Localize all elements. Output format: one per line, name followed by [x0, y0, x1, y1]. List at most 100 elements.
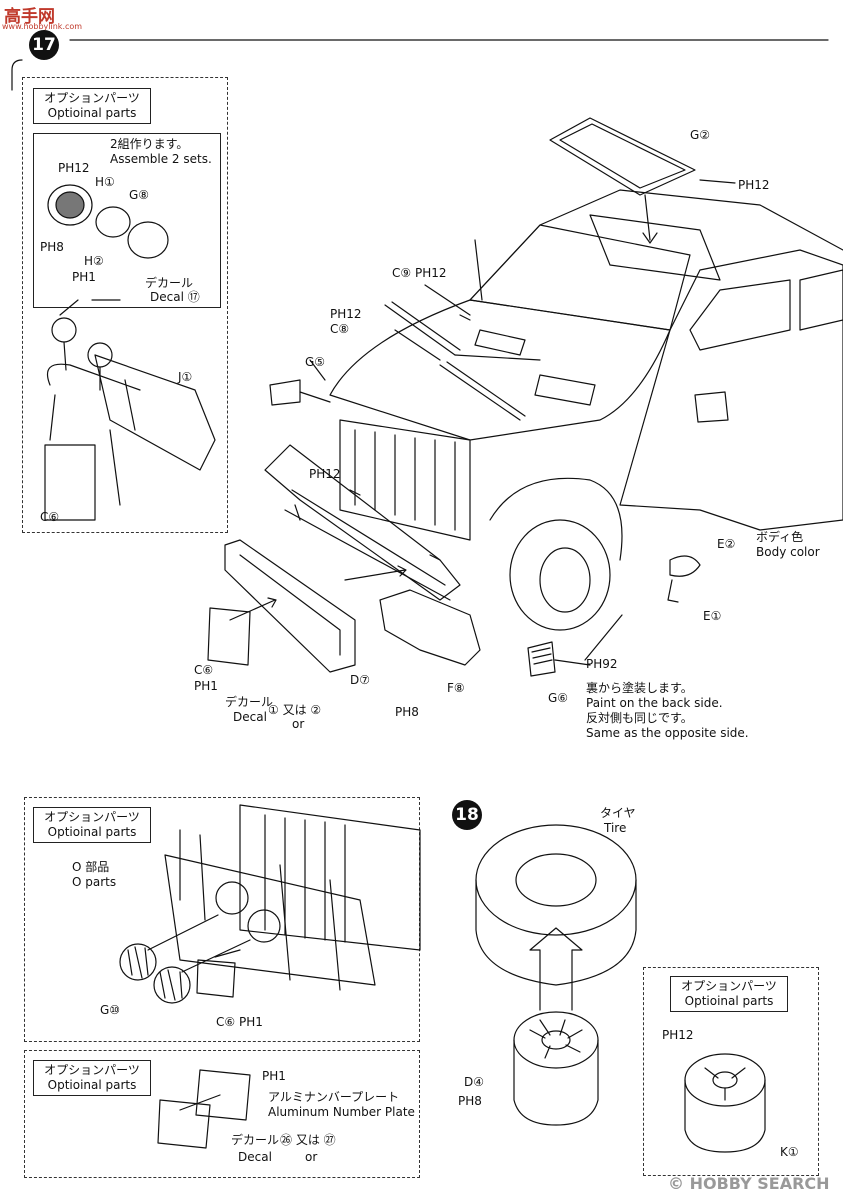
label-ph8-bumper: PH8 — [395, 705, 419, 719]
o-parts-jp: O 部品 — [72, 860, 110, 874]
body-color-jp: ボディ色 — [756, 530, 804, 544]
label-h2: H② — [84, 254, 104, 268]
label-c6-o-parts: C⑥ PH1 — [216, 1015, 263, 1029]
label-g10: G⑩ — [100, 1003, 121, 1017]
part-e1-e2-mirror — [667, 555, 701, 603]
label-k1: K① — [780, 1145, 799, 1159]
part-g6-indicator — [527, 641, 556, 677]
part-c6-plate-option — [44, 444, 96, 521]
suv-hood — [329, 299, 671, 441]
step-number-18: 18 — [452, 800, 482, 830]
part-h1-light-shell — [47, 184, 93, 226]
label-e2: E② — [717, 537, 736, 551]
label-ph92: PH92 — [586, 657, 618, 671]
watermark-bottom: © HOBBY SEARCH — [668, 1174, 830, 1193]
label-ph8-lights: PH8 — [40, 240, 64, 254]
o-parts-en: O parts — [72, 875, 117, 889]
label-g6: G⑥ — [548, 691, 569, 705]
o-parts-plate — [196, 959, 236, 998]
note-back-side-jp: 裏から塗装します。 — [586, 681, 693, 695]
tire-outer — [475, 824, 637, 936]
option-title-jp: オプションパーツ — [681, 979, 777, 993]
decal-front-jp: デカール — [225, 695, 274, 709]
label-j1: J① — [178, 370, 193, 384]
plate-decal-jp: デカール — [231, 1133, 280, 1147]
part-g8-lens — [95, 206, 131, 238]
suv-sunroof — [589, 214, 721, 281]
part-g10-lens-a — [119, 943, 157, 981]
label-ph8-wheel: PH8 — [458, 1094, 482, 1108]
suv-vent-1 — [474, 329, 526, 356]
note-opposite-jp: 反対側も同じです。 — [586, 711, 693, 725]
option-title-wheel: オプションパーツ Optioinal parts — [670, 976, 788, 1012]
label-f8: F⑧ — [447, 681, 465, 695]
assemble-note-en: Assemble 2 sets. — [110, 152, 212, 166]
option-box-lights — [22, 77, 228, 533]
part-d7-bumper — [224, 539, 356, 673]
option-title-jp: オプションパーツ — [44, 1063, 140, 1077]
decal-17-en: Decal ⑰ — [150, 290, 200, 304]
label-ph1-o: PH1 — [238, 1015, 263, 1029]
suv-windshield — [469, 224, 691, 331]
o-parts-bumper-bar — [164, 854, 376, 986]
label-g5: G⑤ — [305, 355, 326, 369]
decal-17-num: ⑰ — [187, 290, 200, 304]
label-c6-o-text: C⑥ — [216, 1015, 236, 1029]
label-g2: G② — [690, 128, 711, 142]
option-box-plate — [24, 1050, 420, 1178]
option-title-o-parts: オプションパーツ Optioinal parts — [33, 807, 151, 843]
suv-mirror — [694, 391, 729, 423]
label-ph12-c9: PH12 — [414, 266, 447, 280]
part-c8-wiper — [439, 361, 526, 421]
tire-en: Tire — [604, 821, 627, 835]
wheel-d4 — [513, 1011, 599, 1069]
option-box-wheel — [643, 967, 819, 1176]
label-c6-front: C⑥ — [194, 663, 214, 677]
label-ph1-plate: PH1 — [262, 1069, 286, 1083]
label-e1: E① — [703, 609, 722, 623]
step-number-17: 17 — [29, 30, 59, 60]
plate-decal-or: or — [305, 1150, 318, 1164]
assemble-inset-box — [33, 133, 221, 308]
option-title-en: Optioinal parts — [684, 994, 774, 1008]
watermark-logo: 高手网 — [4, 7, 55, 27]
plate-jp: アルミナンバープレート — [268, 1090, 400, 1104]
label-ph12-lights: PH12 — [58, 161, 90, 175]
suv-roof — [469, 189, 843, 301]
suv-grille — [339, 419, 471, 541]
o-parts-grille — [239, 804, 421, 951]
label-d7: D⑦ — [350, 673, 370, 687]
part-j1-grille-guard — [94, 354, 216, 471]
note-back-side-en: Paint on the back side. — [586, 696, 723, 710]
option-title-lights: オプションパーツ Optioinal parts — [33, 88, 151, 124]
label-c8: C⑧ — [330, 322, 350, 336]
option-title-jp: オプションパーツ — [44, 810, 140, 824]
suv-wheel-arch — [489, 477, 623, 561]
part-ph1-aluminum-plate — [195, 1069, 251, 1121]
suv-door-window — [689, 279, 791, 351]
label-ph12-bumper: PH12 — [309, 467, 341, 481]
plate-en: Aluminum Number Plate — [268, 1105, 415, 1119]
option-title-plate: オプションパーツ Optioinal parts — [33, 1060, 151, 1096]
label-g8: G⑧ — [129, 188, 150, 202]
part-g5-mirror — [269, 379, 301, 406]
option-title-jp: オプションパーツ — [44, 91, 140, 105]
part-f8-bumper-end — [379, 589, 481, 666]
decal-front-or: or — [292, 717, 305, 731]
tire-jp: タイヤ — [600, 806, 636, 820]
option-title-en: Optioinal parts — [47, 106, 137, 120]
plate-decal-en: Decal — [238, 1150, 272, 1164]
label-h1: H① — [95, 175, 115, 189]
watermark-url: www.hobbylink.com — [2, 22, 83, 31]
option-title-en: Optioinal parts — [47, 825, 137, 839]
plate-decal-nums: ㉖ 又は ㉗ — [280, 1133, 336, 1147]
plate-decal — [157, 1099, 211, 1149]
decal-17-jp: デカール — [145, 276, 194, 290]
part-g2-roof-panel — [549, 117, 696, 196]
label-c6-option: C⑥ — [40, 510, 60, 524]
part-g10-lens-b — [153, 966, 191, 1004]
note-opposite-en: Same as the opposite side. — [586, 726, 749, 740]
label-d4: D④ — [464, 1075, 484, 1089]
part-c9-wiper — [384, 301, 461, 356]
